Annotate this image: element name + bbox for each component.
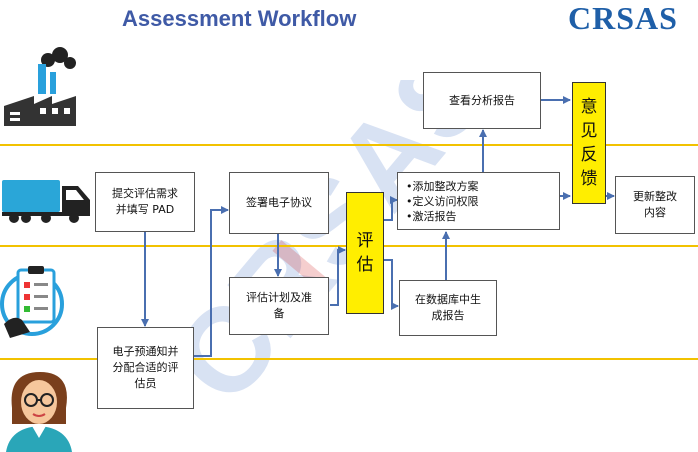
sign-agreement-label: 签署电子协议	[246, 196, 312, 209]
report-actions-box: 添加整改方案 定义访问权限 激活报告	[397, 172, 560, 230]
lane-divider-3	[0, 358, 698, 360]
feedback-box: 意 见 反 馈	[572, 82, 606, 204]
action-activate-report: 激活报告	[406, 209, 553, 224]
truck-icon	[2, 180, 90, 223]
assessment-plan-label: 评估计划及准 备	[246, 291, 312, 320]
update-remediation-box: 更新整改 内容	[615, 176, 695, 234]
generate-report-box: 在数据库中生 成报告	[399, 280, 497, 336]
watermark: CRSAS	[150, 80, 510, 427]
watermark-text: CRSAS	[150, 80, 510, 427]
assessment-plan-box: 评估计划及准 备	[229, 277, 329, 335]
assessment-step-label: 评 估	[356, 231, 374, 275]
lane-divider-1	[0, 144, 698, 146]
view-report-box: 查看分析报告	[423, 72, 541, 129]
sign-agreement-box: 签署电子协议	[229, 172, 329, 234]
feedback-label: 意 见 反 馈	[580, 97, 598, 189]
assessment-step-box: 评 估	[346, 192, 384, 314]
submit-request-box: 提交评估需求 并填写 PAD	[95, 172, 195, 232]
action-add-remediation: 添加整改方案	[406, 179, 553, 194]
clipboard-icon	[0, 266, 64, 338]
assessor-icon	[6, 372, 72, 452]
submit-request-label: 提交评估需求 并填写 PAD	[112, 187, 178, 216]
notify-assign-label: 电子预通知并 分配合适的评 估员	[112, 345, 179, 390]
view-report-label: 查看分析报告	[449, 93, 515, 107]
update-remediation-label: 更新整改 内容	[633, 190, 677, 219]
action-define-access: 定义访问权限	[406, 194, 553, 209]
generate-report-label: 在数据库中生 成报告	[415, 293, 481, 322]
factory-icon	[4, 47, 76, 126]
notify-assign-box: 电子预通知并 分配合适的评 估员	[97, 327, 194, 409]
brand-logo: CRSAS	[568, 0, 678, 36]
page-title: Assessment Workflow	[122, 6, 357, 31]
